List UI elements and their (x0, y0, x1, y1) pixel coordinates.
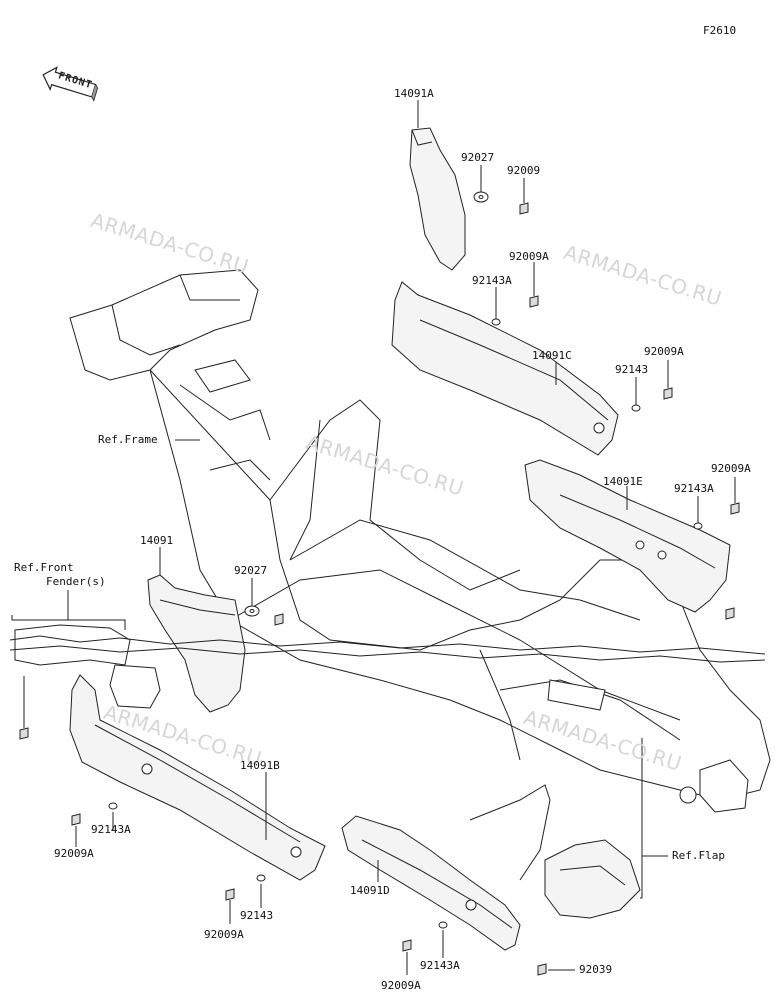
washer-92027-top (473, 191, 489, 203)
part-label-14091E: 14091E (603, 475, 643, 488)
part-14091E-shape (524, 459, 731, 613)
part-label-92143: 92143 (615, 363, 649, 376)
bolt-14091E-lower (725, 607, 735, 620)
part-label-92039: 92039 (579, 963, 613, 976)
bolt-92009A-1 (529, 295, 539, 308)
bolt-92009A-4 (71, 813, 81, 826)
bolt-92009-top (519, 202, 529, 215)
part-label-92009: 92009 (507, 164, 541, 177)
nut-92143A-3 (108, 802, 118, 810)
part-label-14091A: 14091A (394, 87, 434, 100)
nut-92143-1 (631, 404, 641, 412)
bolt-14091-mid (274, 613, 284, 626)
part-label-92143A: 92143A (472, 274, 512, 287)
washer-92027-mid (244, 605, 260, 617)
ref-flap-label: Ref.Flap (672, 849, 725, 862)
ref-front-fender-label-line2: Fender(s) (46, 575, 106, 588)
part-label-92009A: 92009A (381, 979, 421, 992)
part-label-92027: 92027 (461, 151, 495, 164)
part-label-92009A: 92009A (509, 250, 549, 263)
nut-92143A-4 (438, 921, 448, 929)
front-arrow-icon (42, 66, 99, 102)
diagram-id: F2610 (703, 24, 737, 37)
part-label-14091B: 14091B (240, 759, 280, 772)
ref-front-fender-label-line1: Ref.Front (14, 561, 74, 574)
bolt-92039 (537, 963, 547, 976)
part-label-92143A: 92143A (674, 482, 714, 495)
bolt-92009A-2 (663, 387, 673, 400)
leader-lines (11, 100, 736, 975)
part-label-14091D: 14091D (350, 884, 390, 897)
flap-fragment (469, 784, 641, 919)
part-14091-shape (147, 574, 246, 713)
nut-92143-2 (256, 874, 266, 882)
nut-92143A-2 (693, 522, 703, 530)
part-14091C-shape (391, 281, 619, 456)
part-14091B-shape (69, 674, 326, 881)
part-label-92009A: 92009A (204, 928, 244, 941)
part-14091A-shape (409, 127, 466, 271)
bolt-fender-left (19, 727, 29, 740)
frame-outline (69, 269, 771, 813)
part-label-92143: 92143 (240, 909, 274, 922)
part-label-14091C: 14091C (532, 349, 572, 362)
part-label-14091: 14091 (140, 534, 174, 547)
bolt-92009A-6 (402, 939, 412, 952)
front-fender-fragment (9, 624, 766, 709)
part-label-92143A: 92143A (91, 823, 131, 836)
part-14091D-shape (341, 815, 521, 951)
nut-92143A-1 (491, 318, 501, 326)
front-direction-badge: FRONT (40, 62, 99, 102)
bolt-92009A-5 (225, 888, 235, 901)
part-label-92009A: 92009A (644, 345, 684, 358)
part-label-92143A: 92143A (420, 959, 460, 972)
part-label-92009A: 92009A (711, 462, 751, 475)
ref-frame-label: Ref.Frame (98, 433, 158, 446)
part-label-92009A: 92009A (54, 847, 94, 860)
part-label-92027: 92027 (234, 564, 268, 577)
bolt-92009A-3 (730, 502, 740, 515)
